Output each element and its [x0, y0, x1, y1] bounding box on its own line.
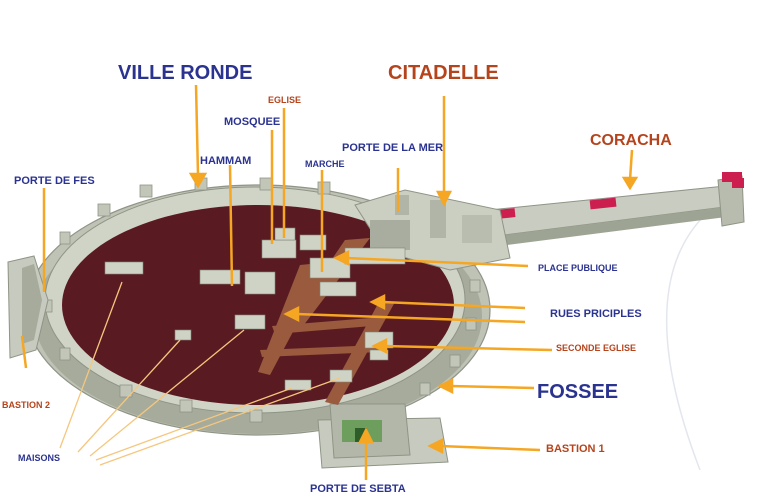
background-curve: [665, 214, 706, 471]
label-hammam: HAMMAM: [200, 155, 252, 167]
label-ville-ronde: VILLE RONDE: [118, 62, 253, 84]
bastion-1-structure: [317, 403, 449, 469]
label-maisons: MAISONS: [18, 453, 61, 463]
label-fossee: FOSSEE: [537, 381, 619, 403]
label-bastion-1: BASTION 1: [546, 443, 605, 455]
label-place-publique: PLACE PUBLIQUE: [538, 263, 618, 273]
label-rues-principales: RUES PRICIPLES: [550, 308, 642, 320]
label-bastion-2: BASTION 2: [2, 400, 51, 410]
coracha-wall: [469, 172, 745, 248]
label-marche: MARCHE: [305, 159, 345, 169]
label-mosquee: MOSQUEE: [224, 116, 281, 128]
label-seconde-eglise: SECONDE EGLISE: [556, 343, 637, 353]
label-coracha: CORACHA: [590, 132, 672, 149]
label-porte-de-sebta: PORTE DE SEBTA: [310, 483, 406, 495]
label-porte-de-la-mer: PORTE DE LA MER: [342, 142, 444, 154]
label-citadelle: CITADELLE: [388, 62, 499, 84]
leader-lines: [20, 84, 639, 480]
label-porte-de-fes: PORTE DE FES: [14, 175, 95, 187]
label-eglise: EGLISE: [268, 95, 302, 105]
maisons-leaders: [59, 281, 341, 466]
